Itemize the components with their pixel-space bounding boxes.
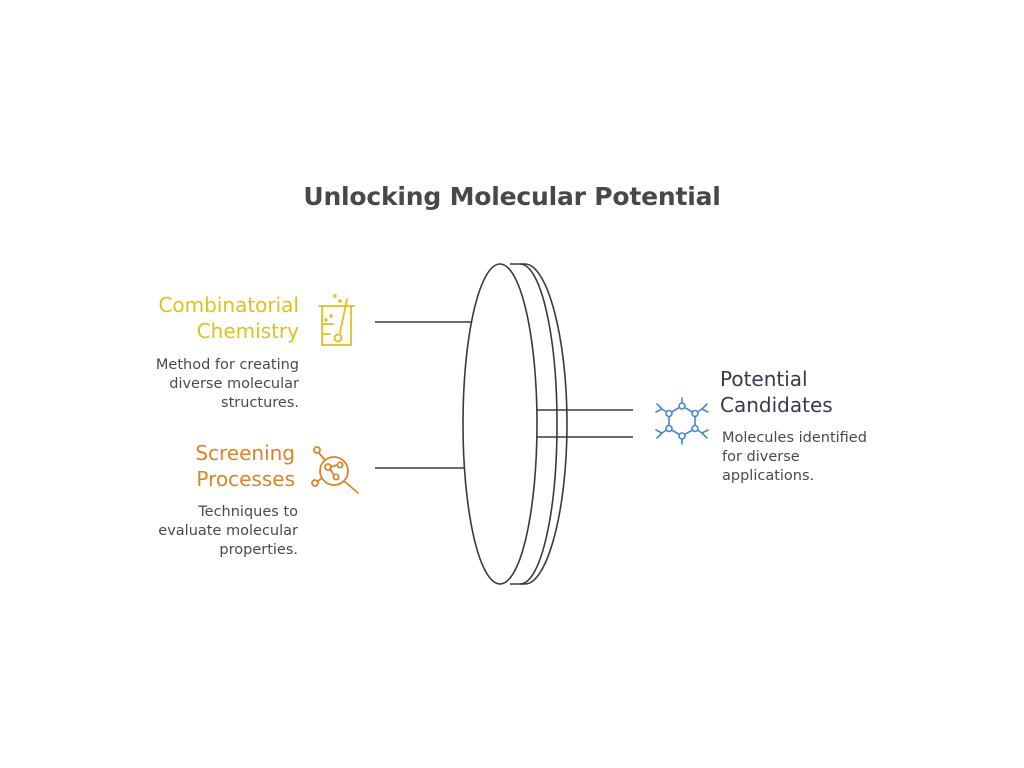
beaker-icon (318, 294, 355, 346)
screening-processes-description: Techniques to evaluate molecular propert… (158, 504, 298, 558)
potential-candidates-label: Potential Candidates (720, 367, 833, 417)
screening-processes-label: Screening Processes (195, 441, 295, 491)
lens-shape (462, 263, 568, 585)
molecule-ring-icon (655, 397, 709, 445)
potential-candidates-description: Molecules identified for diverse applica… (722, 430, 867, 484)
magnifier-molecule-icon (311, 446, 359, 494)
combinatorial-chemistry-description: Method for creating diverse molecular st… (155, 357, 299, 411)
combinatorial-chemistry-label: Combinatorial Chemistry (158, 293, 299, 343)
diagram-title: Unlocking Molecular Potential (303, 182, 721, 211)
